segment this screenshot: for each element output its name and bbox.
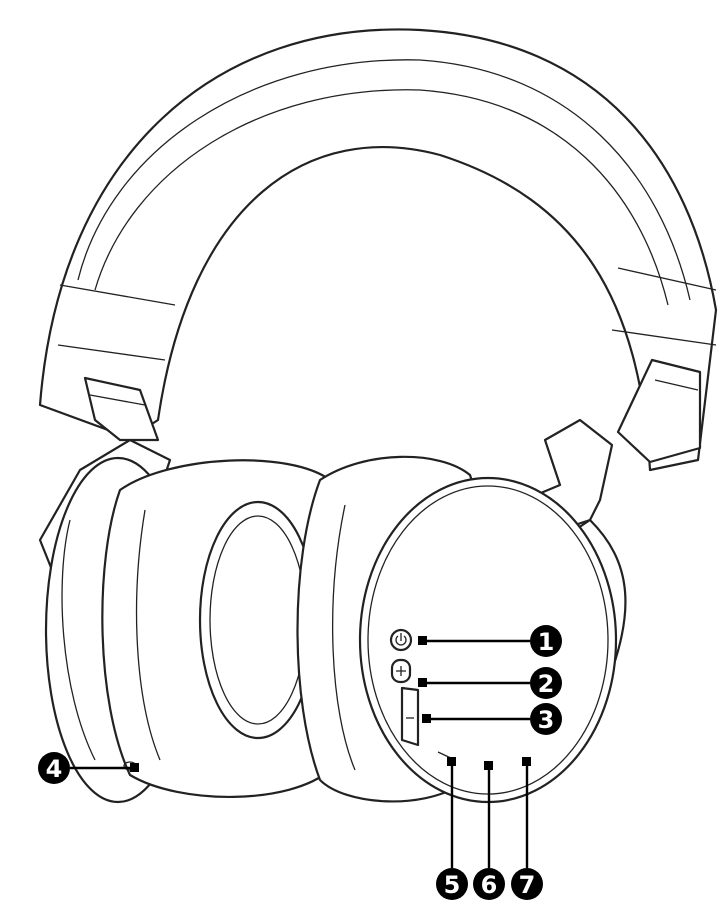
plus-icon [396, 666, 406, 676]
callout-4-label: 4 [46, 755, 63, 783]
callout-3: 3 [530, 703, 562, 735]
callout-2: 2 [530, 667, 562, 699]
power-icon [395, 635, 407, 646]
controls [389, 628, 456, 761]
volume-down-button[interactable] [400, 686, 420, 747]
callout-7-label: 7 [519, 871, 536, 899]
callout-leaders [70, 636, 531, 868]
left-cushion [101, 459, 352, 798]
callout-5-label: 5 [444, 871, 461, 899]
callout-6: 6 [473, 868, 505, 900]
callout-4: 4 [38, 752, 70, 784]
right-slider [616, 358, 702, 464]
callout-2-label: 2 [538, 670, 555, 698]
callout-3-label: 3 [538, 706, 555, 734]
headband [38, 28, 718, 472]
callout-5: 5 [436, 868, 468, 900]
left-slider [83, 376, 160, 442]
callout-7: 7 [511, 868, 543, 900]
callout-1-label: 1 [538, 628, 555, 656]
callout-1: 1 [530, 625, 562, 657]
callout-6-label: 6 [481, 871, 498, 899]
